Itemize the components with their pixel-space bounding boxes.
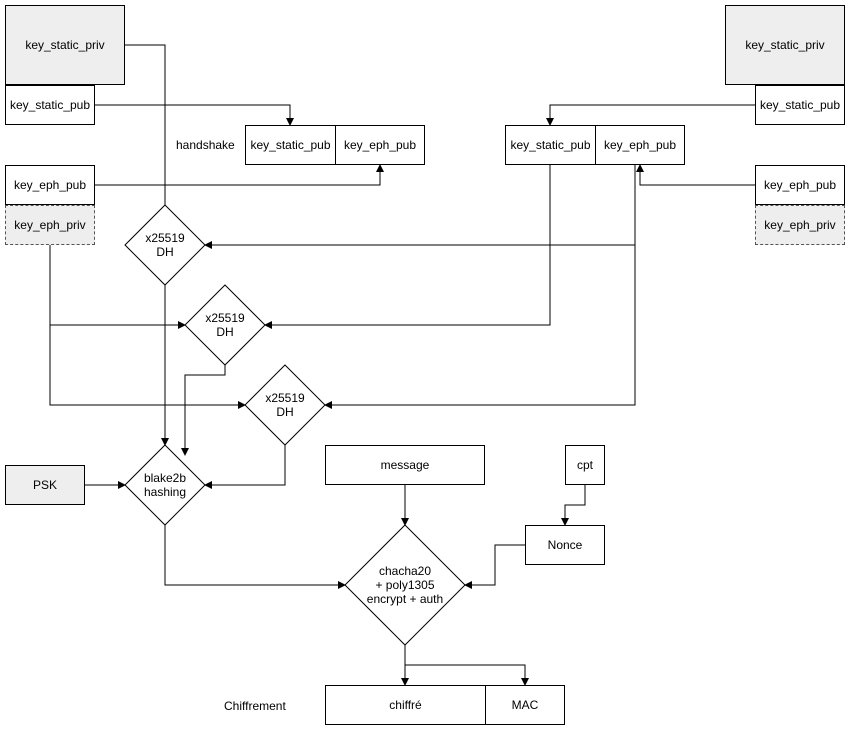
message-label: message (380, 458, 430, 472)
handshake-left-static-pub-label: key_static_pub (250, 138, 331, 152)
aead-line3: encrypt + auth (366, 592, 444, 606)
right-key-eph-pub-label: key_eph_pub (763, 178, 837, 192)
right-key-eph-priv: key_eph_priv (755, 205, 845, 245)
wire-remote-static-to-dh2 (264, 165, 551, 329)
left-key-static-priv: key_static_priv (5, 5, 125, 85)
handshake-left-static-pub: key_static_pub (245, 125, 336, 165)
dh2-line1: x25519 (205, 311, 245, 325)
dh2-line2: DH (216, 325, 234, 339)
left-key-eph-priv-label: key_eph_priv (14, 218, 86, 232)
wire-aead-to-mac (405, 664, 529, 686)
handshake-left-eph-pub: key_eph_pub (335, 125, 425, 165)
left-key-eph-priv: key_eph_priv (5, 205, 95, 245)
ciphertext-label: chiffré (389, 698, 422, 712)
handshake-left-eph-pub-label: key_eph_pub (343, 138, 417, 152)
dh1-line1: x25519 (145, 231, 185, 245)
dh2-text: x25519 DH (195, 305, 255, 345)
output-label: Chiffrement (224, 699, 286, 713)
cpt-label: cpt (576, 458, 593, 472)
wire-nonce-to-aead (464, 544, 525, 589)
nonce-label: Nonce (547, 538, 583, 552)
right-key-static-pub: key_static_pub (755, 85, 845, 125)
handshake-right-eph-pub: key_eph_pub (595, 125, 685, 165)
hashing-line2: hashing (143, 485, 187, 499)
dh1-line2: DH (156, 245, 174, 259)
wire-dh2-to-hashing (181, 365, 226, 456)
wire-left-static-priv (125, 44, 166, 205)
dh3-line2: DH (276, 405, 294, 419)
right-key-eph-priv-label: key_eph_priv (764, 218, 836, 232)
right-key-static-priv-label: key_static_priv (745, 38, 825, 52)
mac-box: MAC (485, 685, 565, 725)
psk-box: PSK (5, 465, 85, 505)
handshake-label: handshake (176, 138, 235, 152)
right-key-static-pub-label: key_static_pub (759, 98, 841, 112)
dh3-text: x25519 DH (255, 385, 315, 425)
wire-dh3-to-hashing (204, 445, 286, 489)
wire-right-eph-pub (636, 164, 755, 186)
cpt-box: cpt (565, 445, 605, 485)
handshake-right-eph-pub-label: key_eph_pub (603, 138, 677, 152)
right-key-eph-pub: key_eph_pub (755, 165, 845, 205)
wire-left-static-pub (95, 104, 294, 126)
mac-label: MAC (511, 698, 539, 712)
wire-remote-eph-to-dh1 (204, 165, 636, 249)
left-key-static-pub: key_static_pub (5, 85, 95, 125)
nonce-box: Nonce (525, 525, 605, 565)
message-box: message (325, 445, 485, 485)
wire-left-eph-pub (95, 164, 384, 186)
handshake-right-static-pub-label: key_static_pub (510, 138, 591, 152)
hashing-line1: blake2b (143, 471, 187, 485)
hashing-text: blake2b hashing (130, 465, 200, 505)
wire-right-static-pub (546, 104, 755, 126)
aead-line2: + poly1305 (375, 578, 435, 592)
left-key-eph-pub-label: key_eph_pub (13, 178, 87, 192)
right-key-static-priv: key_static_priv (725, 5, 845, 85)
dh3-line1: x25519 (265, 391, 305, 405)
aead-text: chacha20 + poly1305 encrypt + auth (355, 560, 455, 610)
dh1-text: x25519 DH (135, 225, 195, 265)
handshake-right-static-pub: key_static_pub (505, 125, 596, 165)
aead-line1: chacha20 (378, 564, 432, 578)
wire-cpt-to-nonce (561, 485, 586, 526)
psk-label: PSK (32, 478, 57, 492)
wire-hashing-to-aead (164, 525, 346, 589)
wire-remote-eph-to-dh3 (324, 245, 636, 409)
ciphertext-box: chiffré (325, 685, 486, 725)
left-key-static-priv-label: key_static_priv (25, 38, 105, 52)
left-key-static-pub-label: key_static_pub (9, 98, 91, 112)
left-key-eph-pub: key_eph_pub (5, 165, 95, 205)
wire-eph-priv-to-dh3 (49, 325, 246, 409)
